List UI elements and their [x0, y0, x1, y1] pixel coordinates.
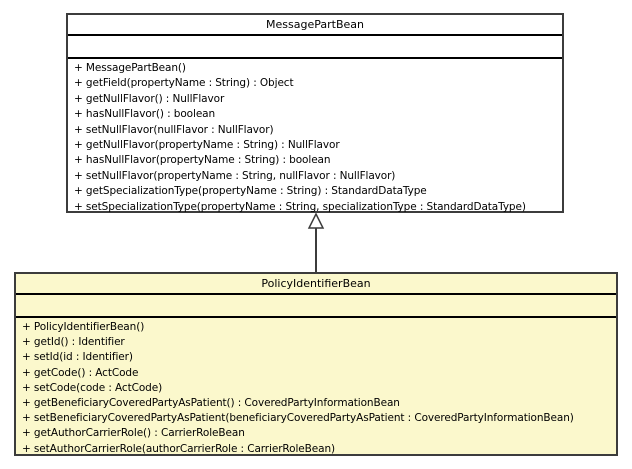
- method-item: + getNullFlavor(propertyName : String) :…: [74, 139, 340, 152]
- method-item: + getCode() : ActCode: [22, 366, 139, 379]
- class-title-policy-identifier-bean: PolicyIdentifierBean: [16, 274, 616, 295]
- class-box-message-part-bean: MessagePartBean + MessagePartBean() + ge…: [66, 13, 564, 213]
- method-item: + setCode(code : ActCode): [22, 381, 163, 394]
- method-item: + getAuthorCarrierRole() : CarrierRoleBe…: [22, 427, 245, 440]
- method-item: + setNullFlavor(propertyName : String, n…: [74, 169, 396, 182]
- class-title-message-part-bean: MessagePartBean: [68, 15, 562, 36]
- attributes-compartment-policy-identifier-bean: [16, 295, 616, 318]
- method-item: + MessagePartBean(): [74, 62, 186, 74]
- method-item: + setAuthorCarrierRole(authorCarrierRole…: [22, 442, 335, 455]
- method-item: + setBeneficiaryCoveredPartyAsPatient(be…: [22, 412, 574, 425]
- method-item: + hasNullFlavor() : boolean: [74, 108, 216, 121]
- method-item: + getField(propertyName : String) : Obje…: [74, 77, 294, 90]
- method-item: + setNullFlavor(nullFlavor : NullFlavor): [74, 123, 274, 136]
- method-item: + hasNullFlavor(propertyName : String) :…: [74, 154, 331, 167]
- method-item: + getId() : Identifier: [22, 336, 125, 349]
- generalization-arrow-icon: [307, 213, 325, 272]
- method-item: + PolicyIdentifierBean(): [22, 321, 145, 333]
- method-item: + getNullFlavor() : NullFlavor: [74, 92, 225, 105]
- method-item: + setId(id : Identifier): [22, 351, 133, 364]
- class-box-policy-identifier-bean: PolicyIdentifierBean + PolicyIdentifierB…: [14, 272, 618, 456]
- methods-compartment-message-part-bean: + MessagePartBean() + getField(propertyN…: [68, 59, 562, 215]
- method-item: + setSpecializationType(propertyName : S…: [74, 200, 526, 213]
- attributes-compartment-message-part-bean: [68, 36, 562, 59]
- method-item: + getBeneficiaryCoveredPartyAsPatient() …: [22, 397, 400, 410]
- methods-compartment-policy-identifier-bean: + PolicyIdentifierBean() + getId() : Ide…: [16, 318, 616, 457]
- method-item: + getSpecializationType(propertyName : S…: [74, 185, 427, 198]
